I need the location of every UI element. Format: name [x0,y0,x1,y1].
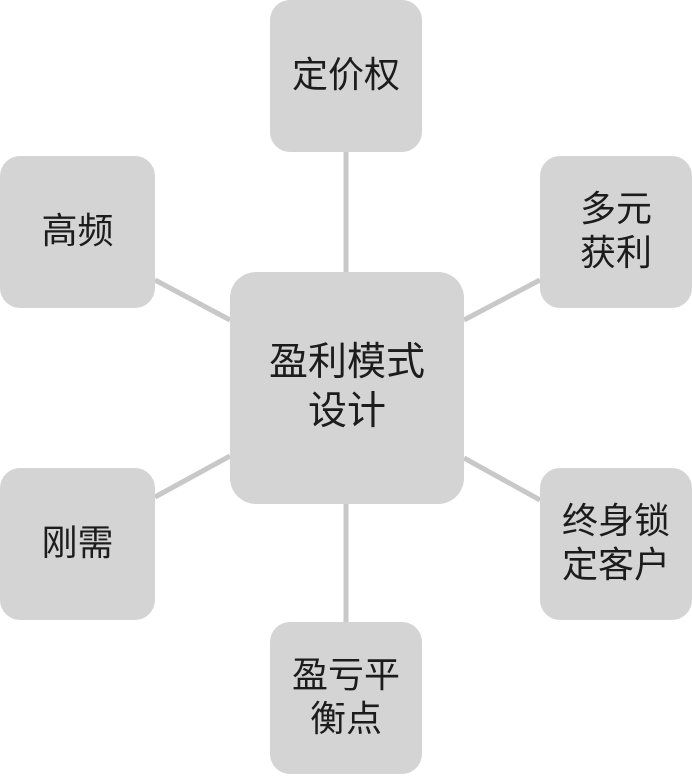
node-bottom-right-line-1: 终身锁 [561,501,670,543]
connector-top-right [462,277,542,323]
node-top-left: 高频 [0,156,155,308]
center-node-line-2: 设计 [307,389,386,434]
center-node-line-1: 盈利模式 [268,340,425,386]
connector-bottom-left [153,453,232,500]
node-bottom-left-label: 刚需 [41,523,114,565]
node-bottom-right-line-2: 定客户 [561,545,670,586]
node-top-label: 定价权 [291,55,400,97]
node-top: 定价权 [270,0,422,152]
node-bottom-line-2: 衡点 [309,699,382,740]
node-top-right-line-1: 多元 [579,189,652,231]
node-top-right: 多元 获利 [540,156,692,308]
node-top-right-line-2: 获利 [579,233,652,274]
connector-bottom-right [462,455,542,503]
center-node: 盈利模式 设计 [230,272,464,504]
node-bottom-right: 终身锁 定客户 [540,468,692,620]
node-bottom-line-1: 盈亏平 [291,655,400,697]
node-bottom-left: 刚需 [0,468,155,620]
connector-top-left [153,277,232,323]
node-top-left-label: 高频 [41,211,114,253]
node-bottom: 盈亏平 衡点 [270,622,422,774]
